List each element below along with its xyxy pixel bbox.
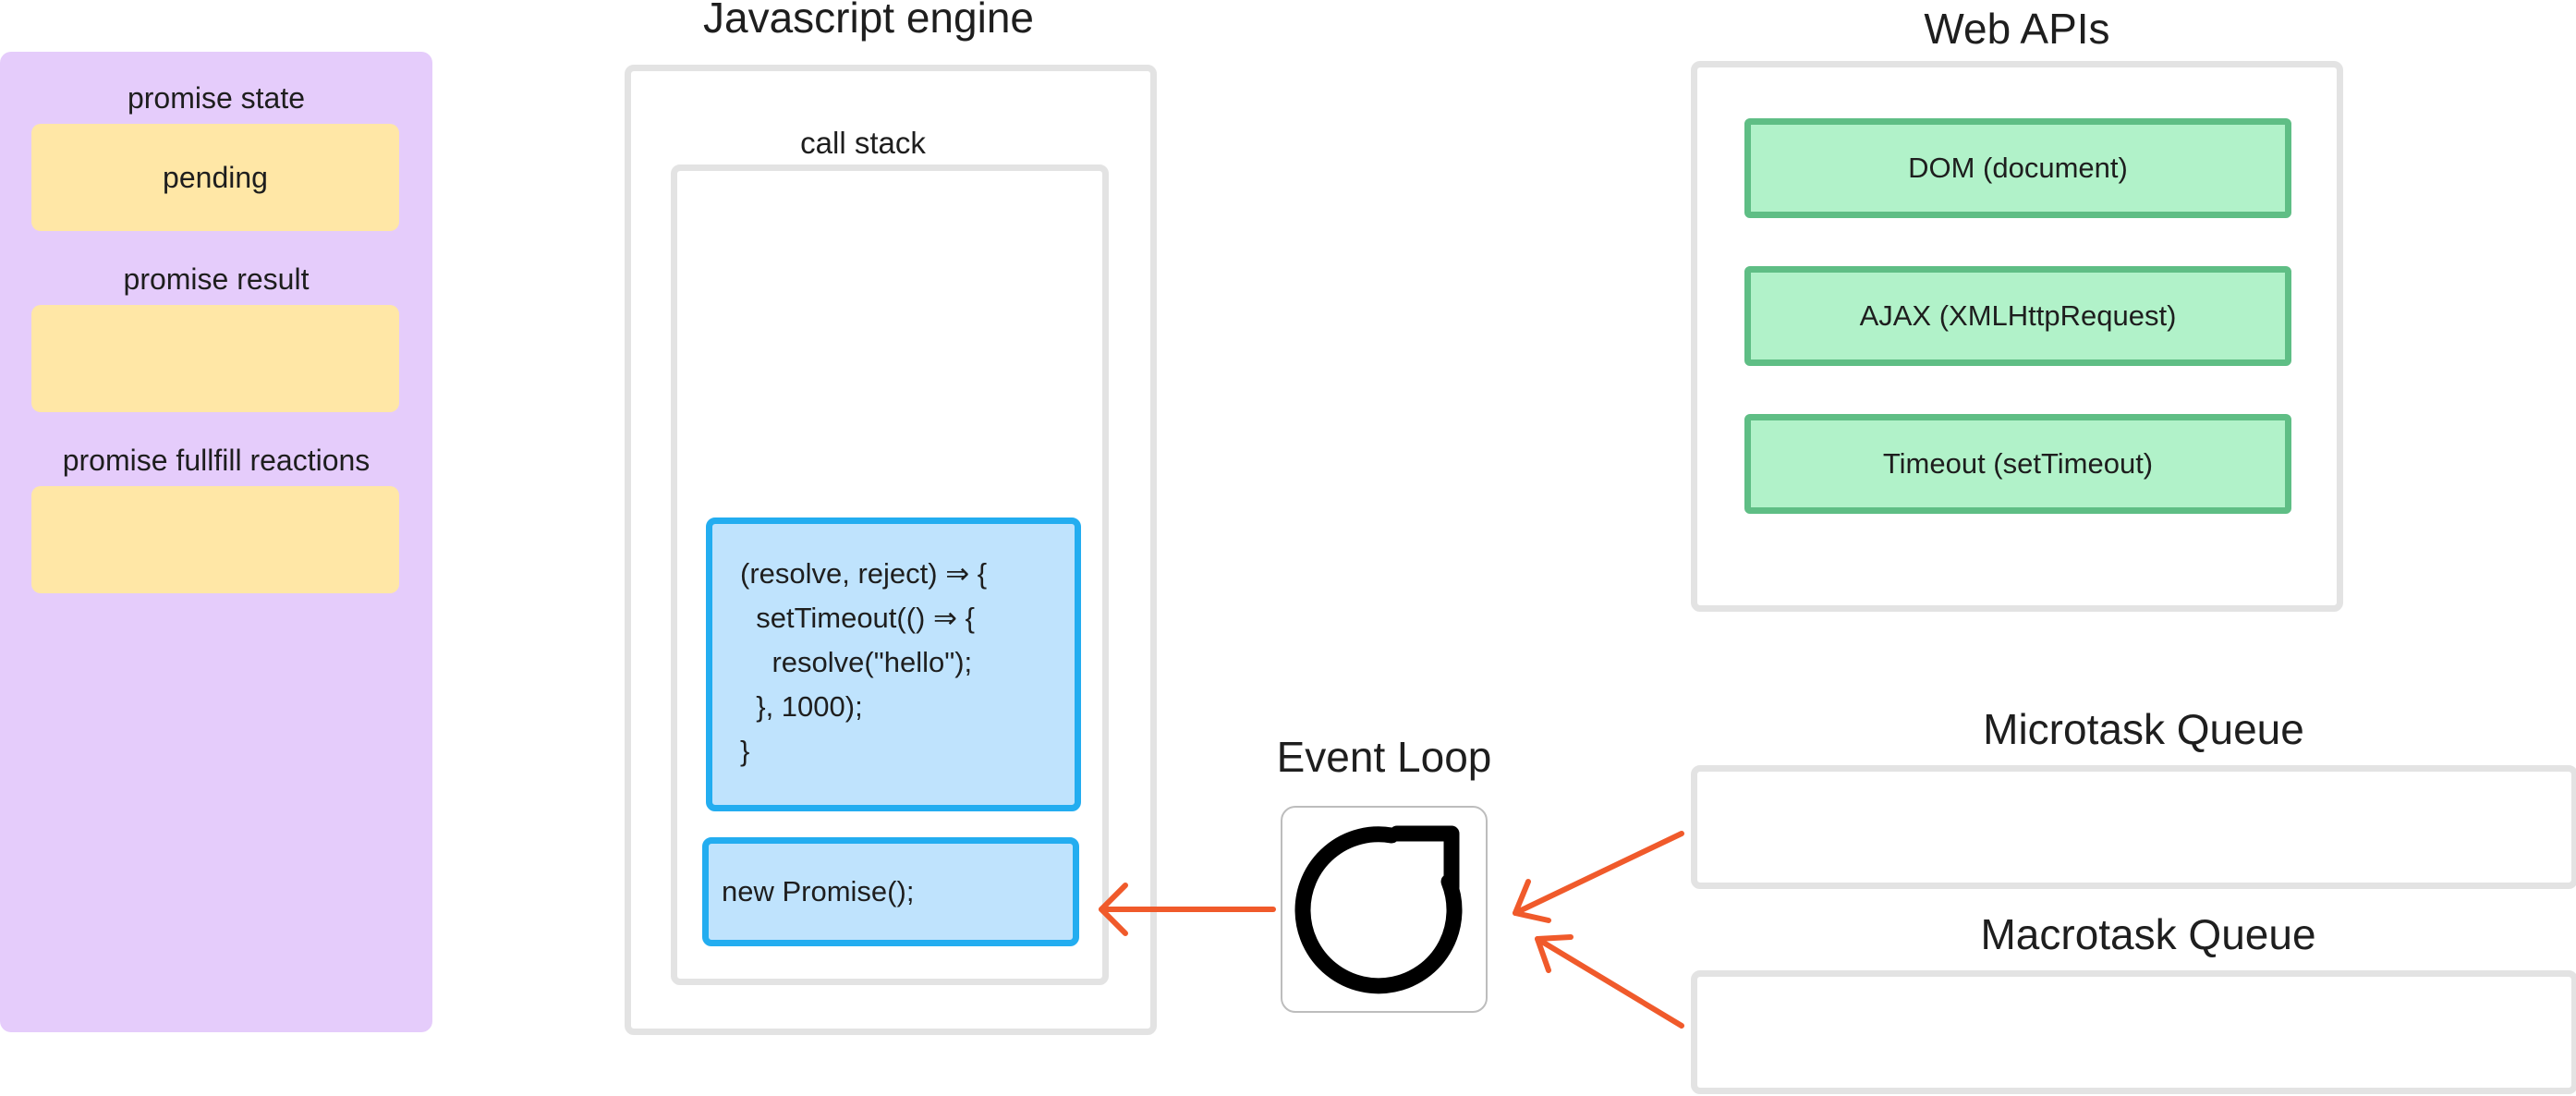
web-api-timeout-label: Timeout (setTimeout) bbox=[1882, 447, 2154, 480]
promise-constructor-frame: new Promise(); bbox=[702, 837, 1079, 946]
promise-state-label: promise state bbox=[127, 81, 306, 115]
code-line: } bbox=[740, 735, 750, 767]
arrow-macrotask-to-event-loop bbox=[1535, 934, 1684, 1029]
microtask-queue-title: Microtask Queue bbox=[1983, 705, 2304, 753]
arrow-microtask-to-event-loop bbox=[1513, 831, 1684, 923]
promise-state-box: pending bbox=[31, 124, 399, 231]
web-api-dom-label: DOM (document) bbox=[1908, 152, 2128, 184]
code-line: (resolve, reject) ⇒ { bbox=[740, 557, 988, 590]
engine-title: Javascript engine bbox=[703, 0, 1034, 42]
macrotask-queue-frame bbox=[1691, 970, 2576, 1094]
promise-reactions-box bbox=[31, 486, 399, 593]
code-line: setTimeout(() ⇒ { bbox=[740, 602, 975, 634]
web-api-timeout: Timeout (setTimeout) bbox=[1744, 414, 2291, 514]
arrow-event-loop-to-stack bbox=[1099, 883, 1276, 936]
promise-state-value: pending bbox=[163, 160, 268, 194]
web-api-dom: DOM (document) bbox=[1744, 118, 2291, 218]
promise-result-label: promise result bbox=[123, 262, 310, 296]
web-apis-title: Web APIs bbox=[1924, 5, 2110, 53]
refresh-icon bbox=[1294, 825, 1463, 994]
executor-function-frame: (resolve, reject) ⇒ { setTimeout(() ⇒ { … bbox=[706, 518, 1081, 811]
event-loop-title: Event Loop bbox=[1276, 733, 1492, 781]
macrotask-queue-title: Macrotask Queue bbox=[1980, 910, 2316, 958]
promise-constructor-text: new Promise(); bbox=[722, 875, 915, 907]
web-api-ajax-label: AJAX (XMLHttpRequest) bbox=[1859, 299, 2177, 332]
event-loop-box bbox=[1281, 806, 1488, 1013]
call-stack-label: call stack bbox=[800, 126, 926, 160]
web-api-ajax: AJAX (XMLHttpRequest) bbox=[1744, 266, 2291, 366]
code-line: }, 1000); bbox=[740, 690, 863, 723]
microtask-queue-frame bbox=[1691, 765, 2576, 889]
promise-panel: promise state pending promise result pro… bbox=[0, 52, 432, 1032]
promise-result-box bbox=[31, 305, 399, 412]
code-line: resolve("hello"); bbox=[740, 646, 973, 678]
promise-reactions-label: promise fullfill reactions bbox=[62, 444, 371, 477]
